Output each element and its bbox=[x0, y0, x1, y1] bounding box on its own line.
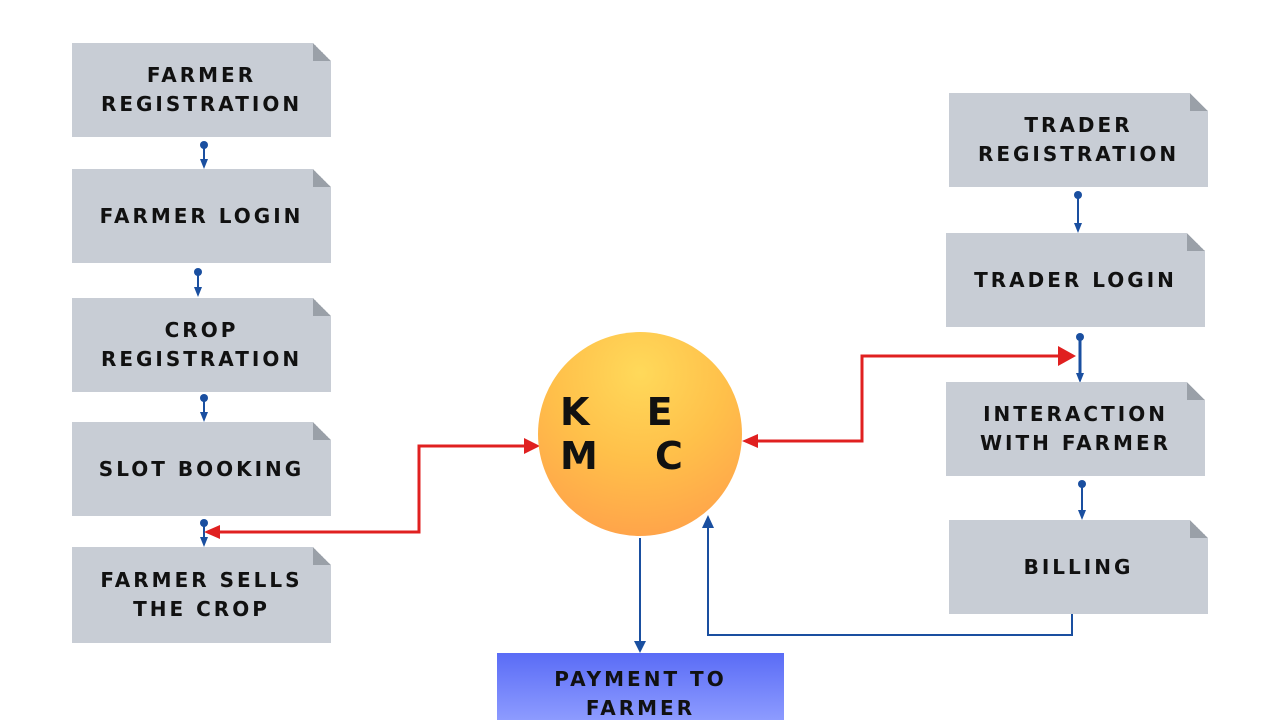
kemc-hub: K E M C bbox=[538, 332, 742, 536]
step-crop-registration: CROP REGISTRATION bbox=[72, 298, 331, 392]
step-trader-registration: TRADER REGISTRATION bbox=[949, 93, 1208, 187]
kemc-label: K E M C bbox=[560, 390, 705, 478]
link-billing-kemc bbox=[702, 515, 1073, 636]
step-label: FARMER REGISTRATION bbox=[100, 63, 303, 116]
step-trader-login: TRADER LOGIN bbox=[946, 233, 1205, 327]
step-label: INTERACTION WITH FARMER bbox=[979, 402, 1172, 455]
right-flow-connectors bbox=[1074, 191, 1086, 520]
payment-to-farmer: PAYMENT TO FARMER bbox=[497, 653, 784, 720]
step-label: SLOT BOOKING bbox=[98, 456, 305, 481]
payment-label: PAYMENT TO FARMER bbox=[554, 667, 727, 720]
step-label: FARMER LOGIN bbox=[99, 203, 304, 228]
step-farmer-sells-crop: FARMER SELLS THE CROP bbox=[72, 547, 331, 643]
step-label: FARMER SELLS THE CROP bbox=[100, 568, 303, 621]
step-interaction-with-farmer: INTERACTION WITH FARMER bbox=[946, 382, 1205, 476]
step-billing: BILLING bbox=[949, 520, 1208, 614]
step-farmer-registration: FARMER REGISTRATION bbox=[72, 43, 331, 137]
step-label: CROP REGISTRATION bbox=[100, 318, 303, 371]
link-kemc-payment bbox=[634, 538, 646, 653]
link-farmer-kemc bbox=[204, 438, 540, 539]
step-farmer-login: FARMER LOGIN bbox=[72, 169, 331, 263]
link-kemc-trader bbox=[742, 346, 1076, 448]
left-flow-connectors bbox=[194, 141, 208, 547]
step-slot-booking: SLOT BOOKING bbox=[72, 422, 331, 516]
step-label: TRADER REGISTRATION bbox=[977, 113, 1180, 166]
step-label: TRADER LOGIN bbox=[974, 267, 1177, 292]
step-label: BILLING bbox=[1023, 554, 1134, 579]
